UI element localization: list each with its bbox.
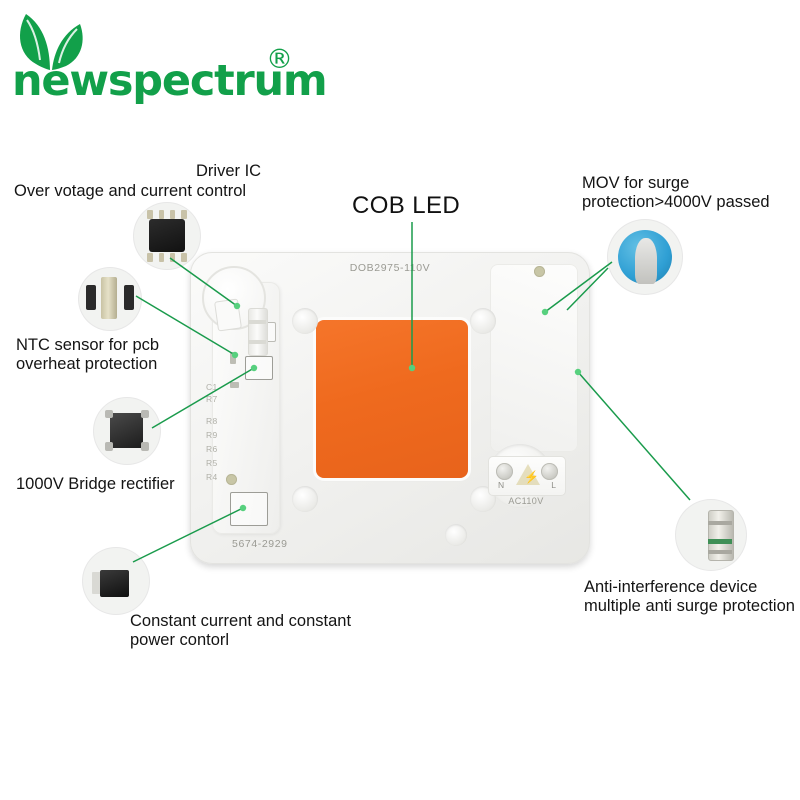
mounting-hole: [470, 308, 496, 334]
axial-band: [248, 320, 266, 324]
callout-driver-ic: [134, 203, 200, 269]
mounting-hole: [292, 486, 318, 512]
registered-trademark-icon: ®: [266, 44, 293, 75]
axial-component: [248, 308, 268, 356]
annotation-ntc-sensor: NTC sensor for pcb overheat protection: [16, 336, 160, 373]
annotation-mov-surge: MOV for surge protection>4000V passed: [582, 174, 770, 211]
power-control-chip-icon: [83, 548, 149, 614]
refdes-c1: C1: [206, 382, 218, 392]
smd-bridge-rectifier-footprint: [245, 356, 273, 380]
refdes-r5: R5: [206, 458, 218, 468]
board-batch-code: 5674-2929: [232, 538, 288, 550]
terminal-label-n: N: [498, 480, 505, 490]
callout-ntc-sensor: [79, 268, 141, 330]
annotation-constant-current: Constant current and constant power cont…: [130, 612, 352, 649]
brand-logo: newspectrum ®: [8, 8, 328, 106]
callout-constant-current: [83, 548, 149, 614]
refdes-r8: R8: [206, 416, 218, 426]
annotation-bridge-rectifier: 1000V Bridge rectifier: [16, 475, 175, 493]
mounting-hole: [292, 308, 318, 334]
annotation-driver-ic-sub: Over votage and current control: [14, 182, 247, 200]
lightning-bolt-glyph: ⚡: [524, 470, 539, 484]
annotation-anti-interference: Anti-interference device multiple anti s…: [584, 578, 795, 615]
refdes-r6: R6: [206, 444, 218, 454]
refdes-r7: R7: [206, 394, 218, 404]
leaf-pair-icon: [20, 14, 83, 70]
callout-bridge-rectifier: [94, 398, 160, 464]
mounting-hole: [445, 524, 467, 546]
mov-lead-tab: [214, 298, 242, 332]
annotation-driver-ic-title: Driver IC: [196, 162, 262, 180]
solder-pad: [226, 474, 237, 485]
refdes-r4: R4: [206, 472, 218, 482]
terminal-label-l: L: [551, 480, 556, 490]
terminal-screw-n: [496, 463, 513, 480]
callout-mov-surge: [608, 220, 682, 294]
solder-pad: [534, 266, 545, 277]
axial-filter-component-icon: [676, 500, 746, 570]
refdes-r9: R9: [206, 430, 218, 440]
high-voltage-lightning-icon: [516, 464, 540, 485]
cob-led-emitter: [316, 320, 468, 478]
ac-voltage-label: AC110V: [508, 496, 544, 506]
page-title: COB LED: [352, 192, 461, 219]
axial-band: [248, 340, 266, 344]
blue-varistor-disc-icon: [608, 220, 682, 294]
board-model-code: DOB2975-110V: [349, 262, 431, 274]
bridge-rectifier-icon: [94, 398, 160, 464]
callout-anti-interference: [676, 500, 746, 570]
ntc-thermistor-icon: [79, 268, 141, 330]
soic8-chip-icon: [134, 203, 200, 269]
brand-wordmark: newspectrum: [12, 56, 328, 106]
board-right-compartment: [490, 264, 578, 452]
smd-capacitor: [230, 382, 239, 388]
smd-ntc-sensor: [230, 352, 236, 364]
pcb-board: DOB2975-110V 5674-2929 C1 R7 R8 R9 R6 R5…: [190, 252, 590, 564]
smd-power-control-footprint: [230, 492, 268, 526]
ac-terminal-block: ⚡ N L: [488, 456, 566, 496]
terminal-screw-l: [541, 463, 558, 480]
